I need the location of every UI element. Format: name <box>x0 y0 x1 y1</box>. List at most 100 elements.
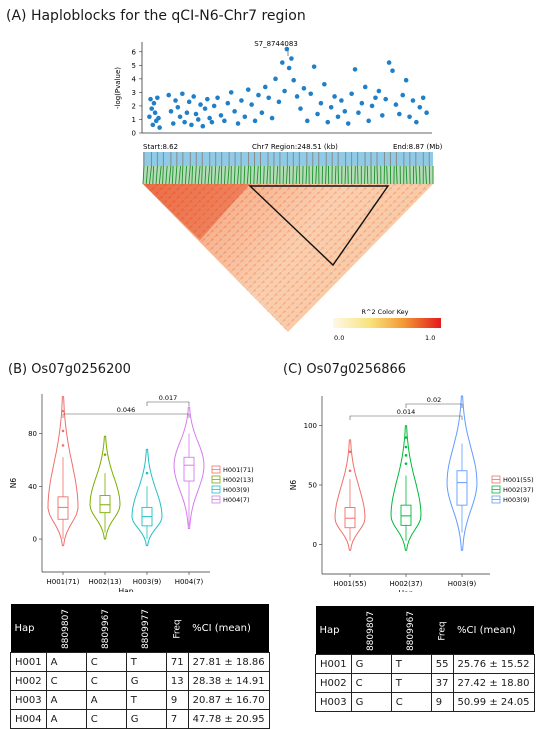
manhattan-point <box>343 109 348 114</box>
table-cell: 9 <box>431 693 453 712</box>
manhattan-point <box>236 121 241 126</box>
table-cell: H002 <box>11 672 47 691</box>
table-header-cell: 8809967 <box>391 606 431 655</box>
manhattan-point <box>243 114 248 119</box>
manhattan-point <box>205 97 210 102</box>
manhattan-point <box>166 93 171 98</box>
table-cell: G <box>126 710 166 729</box>
manhattan-point <box>215 96 220 101</box>
table-cell: A <box>86 691 126 710</box>
table-header-cell: 8809807 <box>351 606 391 655</box>
table-cell: 47.78 ± 20.95 <box>188 710 269 729</box>
panel-c-violin-chart: 050100N6HapH001(55)H002(37)H003(9)0.0140… <box>278 380 550 592</box>
table-header-cell: %CI (mean) <box>188 604 269 653</box>
x-tick-label: H003(9) <box>133 578 162 586</box>
manhattan-point <box>196 117 201 122</box>
table-cell: G <box>126 672 166 691</box>
panel-b-title: (B) Os07g0256200 <box>8 362 131 377</box>
manhattan-point <box>390 68 395 73</box>
table-header-cell: Freq <box>166 604 188 653</box>
manhattan-point <box>325 120 330 125</box>
table-cell: 9 <box>166 691 188 710</box>
table-cell: H002 <box>316 674 352 693</box>
peak-label: S7_8744083 <box>254 40 298 48</box>
manhattan-point <box>315 112 320 117</box>
manhattan-point <box>363 85 368 90</box>
table-header-label: 8809977 <box>141 608 151 648</box>
manhattan-point <box>219 113 224 118</box>
manhattan-point <box>187 100 192 105</box>
manhattan-point <box>407 114 412 119</box>
y-axis-label: N6 <box>289 480 298 491</box>
manhattan-point <box>380 113 385 118</box>
manhattan-point <box>266 96 271 101</box>
end-label: End:8.87 (Mb) <box>393 143 443 151</box>
snp-position-bar <box>143 152 433 166</box>
table-cell: C <box>391 693 431 712</box>
manhattan-point <box>185 110 190 115</box>
start-label: Start:8.62 <box>143 143 178 151</box>
manhattan-point <box>411 98 416 103</box>
table-cell: 37 <box>431 674 453 693</box>
manhattan-point <box>282 89 287 94</box>
table-cell: 50.99 ± 24.05 <box>453 693 534 712</box>
manhattan-ytick-label: 5 <box>132 62 136 70</box>
manhattan-point <box>289 56 294 61</box>
manhattan-point <box>346 121 351 126</box>
manhattan-point <box>201 124 206 129</box>
manhattan-point <box>397 112 402 117</box>
legend-label: H001(71) <box>223 466 254 474</box>
manhattan-point <box>198 102 203 107</box>
table-header-cell: Freq <box>431 606 453 655</box>
x-tick-label: H001(55) <box>334 580 367 588</box>
manhattan-point <box>298 106 303 111</box>
table-cell: T <box>391 674 431 693</box>
table-cell: T <box>126 653 166 672</box>
color-key-min: 0.0 <box>334 334 344 342</box>
x-tick-label: H002(37) <box>390 580 423 588</box>
table-header-cell: 8809967 <box>86 604 126 653</box>
table-cell: 27.81 ± 18.86 <box>188 653 269 672</box>
manhattan-point <box>377 89 382 94</box>
manhattan-point <box>373 96 378 101</box>
table-header-label: 8809807 <box>61 608 71 648</box>
manhattan-point <box>349 91 354 96</box>
x-tick-label: H002(13) <box>89 578 122 586</box>
manhattan-point <box>148 97 153 102</box>
table-cell: 7 <box>166 710 188 729</box>
manhattan-point <box>287 66 292 71</box>
color-key-bar <box>333 318 441 328</box>
table-cell: C <box>86 710 126 729</box>
manhattan-point <box>191 94 196 99</box>
manhattan-point <box>246 87 251 92</box>
p-value-label: 0.02 <box>427 396 441 404</box>
table-cell: C <box>351 674 391 693</box>
table-cell: 71 <box>166 653 188 672</box>
y-tick-label: 50 <box>308 482 317 490</box>
manhattan-point <box>249 102 254 107</box>
manhattan-point <box>400 93 405 98</box>
manhattan-point <box>322 82 327 87</box>
manhattan-point <box>207 116 212 121</box>
snp-bar-background <box>143 152 433 166</box>
table-cell: A <box>46 691 86 710</box>
manhattan-point <box>180 91 185 96</box>
table-cell: 13 <box>166 672 188 691</box>
manhattan-point <box>370 104 375 109</box>
outlier-point <box>62 410 65 413</box>
table-header-label: 8809967 <box>406 610 416 650</box>
manhattan-point <box>155 96 160 101</box>
manhattan-point <box>277 100 282 105</box>
manhattan-point <box>176 105 181 110</box>
legend-label: H001(55) <box>503 476 534 484</box>
significance-bracket <box>147 402 189 406</box>
outlier-point <box>349 450 352 453</box>
table-cell: H001 <box>316 655 352 674</box>
table-header-cell: %CI (mean) <box>453 606 534 655</box>
color-key: R^2 Color Key 0.0 1.0 <box>333 308 441 342</box>
manhattan-point <box>157 125 162 130</box>
